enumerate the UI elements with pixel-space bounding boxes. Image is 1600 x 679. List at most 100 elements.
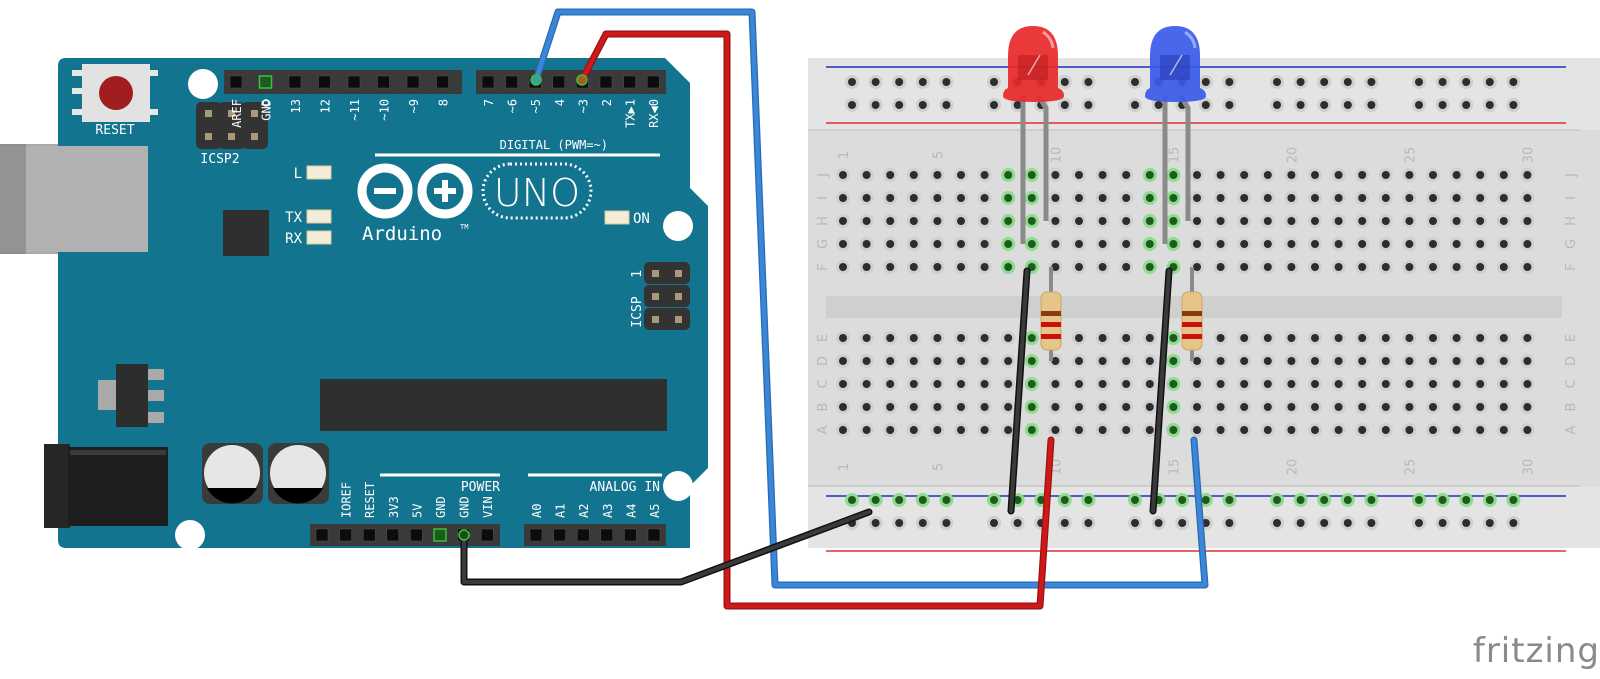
- header-pin[interactable]: [377, 75, 390, 89]
- breadboard-hole[interactable]: [1296, 101, 1305, 109]
- breadboard-hole[interactable]: [1098, 357, 1107, 365]
- breadboard-hole[interactable]: [1075, 194, 1083, 202]
- breadboard-hole[interactable]: [909, 217, 918, 225]
- led-red[interactable]: [1003, 26, 1064, 244]
- breadboard-hole[interactable]: [1273, 519, 1281, 527]
- breadboard-hole[interactable]: [1334, 357, 1343, 365]
- breadboard-hole[interactable]: [1145, 334, 1154, 342]
- breadboard-hole[interactable]: [1320, 78, 1329, 86]
- breadboard-hole[interactable]: [1523, 334, 1532, 342]
- breadboard-hole[interactable]: [1381, 217, 1390, 225]
- breadboard-hole[interactable]: [1075, 357, 1083, 365]
- breadboard-hole[interactable]: [1476, 426, 1485, 434]
- breadboard-hole[interactable]: [862, 263, 871, 271]
- breadboard-hole[interactable]: [909, 403, 918, 411]
- breadboard-hole[interactable]: [957, 194, 965, 202]
- breadboard-hole[interactable]: [933, 194, 942, 202]
- header-pin[interactable]: [288, 75, 302, 89]
- breadboard-hole[interactable]: [1452, 240, 1461, 248]
- breadboard-hole[interactable]: [1296, 496, 1305, 504]
- breadboard-hole[interactable]: [1287, 240, 1296, 248]
- breadboard-hole[interactable]: [1429, 217, 1437, 225]
- breadboard-hole[interactable]: [1287, 426, 1296, 434]
- header-pin[interactable]: [410, 528, 423, 542]
- breadboard-hole[interactable]: [1476, 403, 1485, 411]
- breadboard-hole[interactable]: [1263, 426, 1272, 434]
- breadboard-hole[interactable]: [1485, 496, 1494, 504]
- breadboard-hole[interactable]: [1509, 519, 1518, 527]
- breadboard-hole[interactable]: [1429, 380, 1437, 388]
- breadboard-hole[interactable]: [1075, 171, 1083, 179]
- header-pin[interactable]: [505, 75, 518, 89]
- breadboard-hole[interactable]: [1287, 263, 1296, 271]
- header-pin[interactable]: [553, 528, 566, 542]
- breadboard-hole[interactable]: [1098, 263, 1107, 271]
- breadboard-hole[interactable]: [862, 171, 871, 179]
- breadboard-hole[interactable]: [933, 357, 942, 365]
- breadboard-hole[interactable]: [1405, 380, 1414, 388]
- breadboard-hole[interactable]: [1013, 519, 1022, 527]
- breadboard-hole[interactable]: [1004, 240, 1013, 248]
- breadboard-hole[interactable]: [1131, 496, 1139, 504]
- breadboard-hole[interactable]: [1240, 334, 1249, 342]
- breadboard-hole[interactable]: [1429, 263, 1437, 271]
- breadboard-hole[interactable]: [957, 403, 965, 411]
- header-pin[interactable]: [646, 75, 660, 89]
- breadboard-hole[interactable]: [1358, 334, 1367, 342]
- breadboard-hole[interactable]: [1122, 334, 1131, 342]
- breadboard-hole[interactable]: [1169, 426, 1178, 434]
- breadboard-hole[interactable]: [1358, 357, 1367, 365]
- breadboard-hole[interactable]: [1452, 426, 1461, 434]
- breadboard-hole[interactable]: [871, 519, 880, 527]
- breadboard-hole[interactable]: [1343, 496, 1352, 504]
- breadboard-hole[interactable]: [1523, 171, 1532, 179]
- breadboard-hole[interactable]: [1122, 240, 1131, 248]
- breadboard-hole[interactable]: [990, 101, 998, 109]
- breadboard-hole[interactable]: [957, 171, 965, 179]
- breadboard-hole[interactable]: [1462, 519, 1471, 527]
- breadboard-hole[interactable]: [1131, 519, 1139, 527]
- breadboard-hole[interactable]: [1193, 380, 1201, 388]
- header-pin[interactable]: [480, 528, 494, 542]
- breadboard-hole[interactable]: [1367, 78, 1376, 86]
- breadboard-hole[interactable]: [1429, 334, 1437, 342]
- breadboard-hole[interactable]: [1358, 240, 1367, 248]
- breadboard-hole[interactable]: [848, 101, 856, 109]
- breadboard-hole[interactable]: [886, 263, 895, 271]
- breadboard-hole[interactable]: [1438, 101, 1447, 109]
- breadboard-hole[interactable]: [990, 78, 998, 86]
- breadboard-hole[interactable]: [980, 380, 989, 388]
- breadboard-hole[interactable]: [1523, 240, 1532, 248]
- breadboard-hole[interactable]: [980, 217, 989, 225]
- breadboard-hole[interactable]: [1240, 171, 1249, 179]
- header-pin[interactable]: [647, 528, 661, 542]
- breadboard-hole[interactable]: [909, 426, 918, 434]
- breadboard-hole[interactable]: [1452, 171, 1461, 179]
- breadboard-hole[interactable]: [1216, 171, 1225, 179]
- breadboard-hole[interactable]: [1013, 496, 1022, 504]
- breadboard-hole[interactable]: [1358, 380, 1367, 388]
- breadboard-hole[interactable]: [1476, 217, 1485, 225]
- header-pin[interactable]: [433, 528, 447, 542]
- breadboard-hole[interactable]: [1145, 263, 1154, 271]
- breadboard-hole[interactable]: [1381, 426, 1390, 434]
- breadboard-hole[interactable]: [1225, 496, 1234, 504]
- breadboard-hole[interactable]: [1060, 519, 1069, 527]
- breadboard-hole[interactable]: [1462, 101, 1471, 109]
- breadboard-hole[interactable]: [1263, 240, 1272, 248]
- breadboard-hole[interactable]: [1523, 263, 1532, 271]
- breadboard-hole[interactable]: [918, 519, 927, 527]
- breadboard-hole[interactable]: [1240, 263, 1249, 271]
- breadboard-hole[interactable]: [1334, 403, 1343, 411]
- breadboard-hole[interactable]: [1075, 217, 1083, 225]
- breadboard-hole[interactable]: [1311, 380, 1319, 388]
- breadboard-hole[interactable]: [1004, 263, 1013, 271]
- breadboard-hole[interactable]: [980, 263, 989, 271]
- breadboard-hole[interactable]: [1051, 263, 1060, 271]
- breadboard-hole[interactable]: [1004, 426, 1013, 434]
- breadboard-hole[interactable]: [933, 240, 942, 248]
- breadboard-hole[interactable]: [1367, 496, 1376, 504]
- reset-button[interactable]: [72, 64, 158, 122]
- breadboard-hole[interactable]: [1499, 194, 1508, 202]
- breadboard-hole[interactable]: [1452, 403, 1461, 411]
